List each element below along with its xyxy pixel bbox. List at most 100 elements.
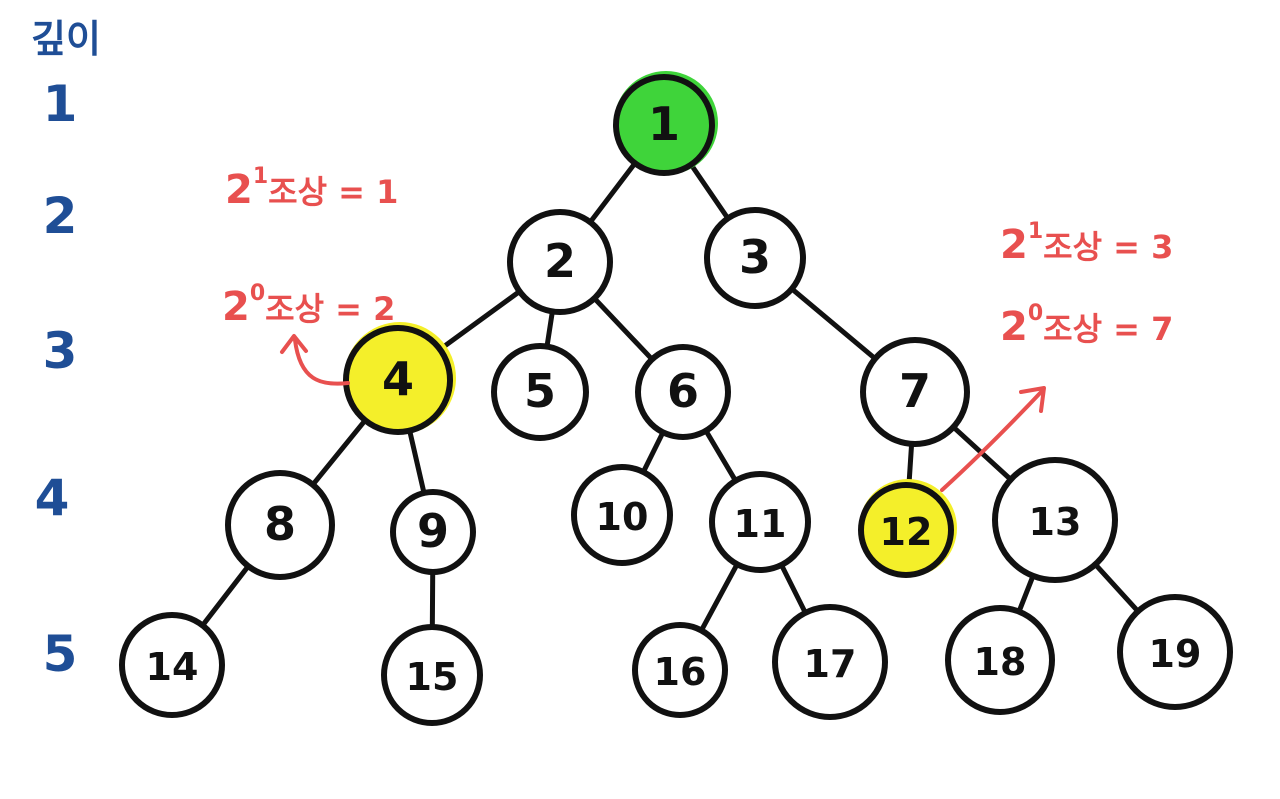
annotation-right-arrow	[940, 388, 1045, 492]
tree-edge-2-5	[544, 308, 555, 350]
node-label-15: 15	[406, 655, 459, 699]
tree-edge-6-11	[703, 428, 739, 484]
node-circle-18	[945, 605, 1055, 715]
annotation-right-arrowhead	[1019, 386, 1046, 413]
tree-edge-11-17	[778, 562, 808, 616]
node-circle-3	[704, 207, 806, 309]
node-highlight-12	[859, 479, 957, 577]
node-label-8: 8	[264, 497, 296, 551]
tree-node-9: 9	[390, 489, 476, 575]
node-label-4: 4	[382, 352, 414, 406]
annotation-left-line1-exp: 1	[253, 164, 268, 189]
node-highlight-4	[344, 322, 456, 434]
node-label-9: 9	[417, 504, 449, 558]
node-circle-7	[860, 337, 970, 447]
annotation-left-line2-text: 조상 = 2	[265, 290, 395, 328]
node-label-6: 6	[667, 364, 699, 418]
annotation-right-line1-exp: 1	[1028, 219, 1043, 244]
tree-node-10: 10	[571, 464, 673, 566]
tree-edges	[200, 160, 1141, 633]
annotation-left-line1: 21조상 = 1	[225, 164, 398, 213]
tree-node-8: 8	[225, 470, 335, 580]
node-circle-6	[635, 344, 731, 440]
tree-node-12: 12	[858, 479, 957, 578]
node-label-14: 14	[146, 645, 199, 689]
node-circle-19	[1117, 594, 1233, 710]
depth-axis-title: 깊이	[31, 17, 101, 61]
tree-node-5: 5	[491, 343, 589, 441]
tree-edge-13-18	[1016, 573, 1036, 615]
tree-node-2: 2	[507, 209, 613, 315]
tree-edge-4-8	[310, 417, 368, 488]
tree-edge-8-14	[200, 563, 251, 628]
node-circle-4	[343, 325, 453, 435]
annotation-left-line2-exp: 0	[250, 281, 265, 306]
tree-node-11: 11	[709, 471, 811, 573]
node-highlight-1	[614, 71, 718, 175]
depth-level-4: 4	[35, 469, 70, 527]
node-label-13: 13	[1029, 500, 1082, 544]
tree-node-3: 3	[704, 207, 806, 309]
tree-edge-4-9	[407, 428, 427, 496]
tree-node-14: 14	[119, 612, 225, 718]
annotation-right-line1-text: 조상 = 3	[1043, 228, 1173, 266]
annotation-left-arrow	[293, 338, 350, 386]
node-label-2: 2	[544, 234, 576, 288]
tree-node-6: 6	[635, 344, 731, 440]
tree-node-16: 16	[632, 622, 728, 718]
tree-node-19: 19	[1117, 594, 1233, 710]
node-circle-10	[571, 464, 673, 566]
node-circle-5	[491, 343, 589, 441]
tree-edge-1-2	[587, 160, 638, 225]
tree-edge-7-12	[906, 441, 915, 488]
node-label-17: 17	[804, 642, 857, 686]
annotation-right-line1-base: 2	[1000, 222, 1028, 268]
depth-level-1: 1	[43, 75, 78, 133]
depth-level-5: 5	[43, 625, 78, 683]
node-circle-9	[390, 489, 476, 575]
annotation-left-line1-text: 조상 = 1	[268, 173, 398, 211]
tree-node-4: 4	[343, 322, 456, 435]
tree-edge-2-4	[437, 288, 523, 352]
tree-edge-1-3	[688, 162, 731, 221]
node-label-10: 10	[596, 495, 649, 539]
tree-node-1: 1	[613, 71, 718, 176]
tree-node-13: 13	[992, 457, 1118, 583]
node-circle-2	[507, 209, 613, 315]
node-label-11: 11	[734, 502, 787, 546]
node-circle-8	[225, 470, 335, 580]
annotation-right-line2-text: 조상 = 7	[1043, 310, 1173, 348]
annotation-right-line1: 21조상 = 3	[1000, 219, 1173, 268]
node-label-5: 5	[524, 364, 556, 418]
annotation-left-line1-base: 2	[225, 167, 253, 213]
tree-edge-11-16	[698, 561, 740, 633]
node-circle-17	[772, 604, 888, 720]
node-label-3: 3	[739, 230, 771, 284]
node-label-7: 7	[899, 364, 931, 418]
annotation-left-line2: 20조상 = 2	[222, 281, 395, 330]
node-circle-14	[119, 612, 225, 718]
annotation-left-line2-base: 2	[222, 284, 250, 330]
node-label-18: 18	[974, 640, 1027, 684]
node-circle-1	[613, 74, 715, 176]
tree-edge-13-19	[1092, 561, 1141, 614]
annotation-left-arrowhead	[280, 334, 308, 354]
tree-node-17: 17	[772, 604, 888, 720]
tree-edge-2-6	[591, 295, 655, 362]
node-circle-15	[381, 624, 483, 726]
depth-level-3: 3	[43, 322, 78, 380]
annotation-right-line2: 20조상 = 7	[1000, 301, 1173, 350]
node-circle-11	[709, 471, 811, 573]
annotation-left: 21조상 = 1 20조상 = 2	[222, 164, 398, 386]
annotation-right-line2-base: 2	[1000, 304, 1028, 350]
depth-level-2: 2	[43, 187, 78, 245]
node-label-19: 19	[1149, 632, 1202, 676]
node-circle-13	[992, 457, 1118, 583]
node-label-1: 1	[648, 97, 680, 151]
annotation-right: 21조상 = 3 20조상 = 7	[940, 219, 1173, 492]
depth-axis: 깊이 1 2 3 4 5	[31, 17, 101, 683]
depth-levels: 1 2 3 4 5	[35, 75, 78, 683]
tree-node-15: 15	[381, 624, 483, 726]
